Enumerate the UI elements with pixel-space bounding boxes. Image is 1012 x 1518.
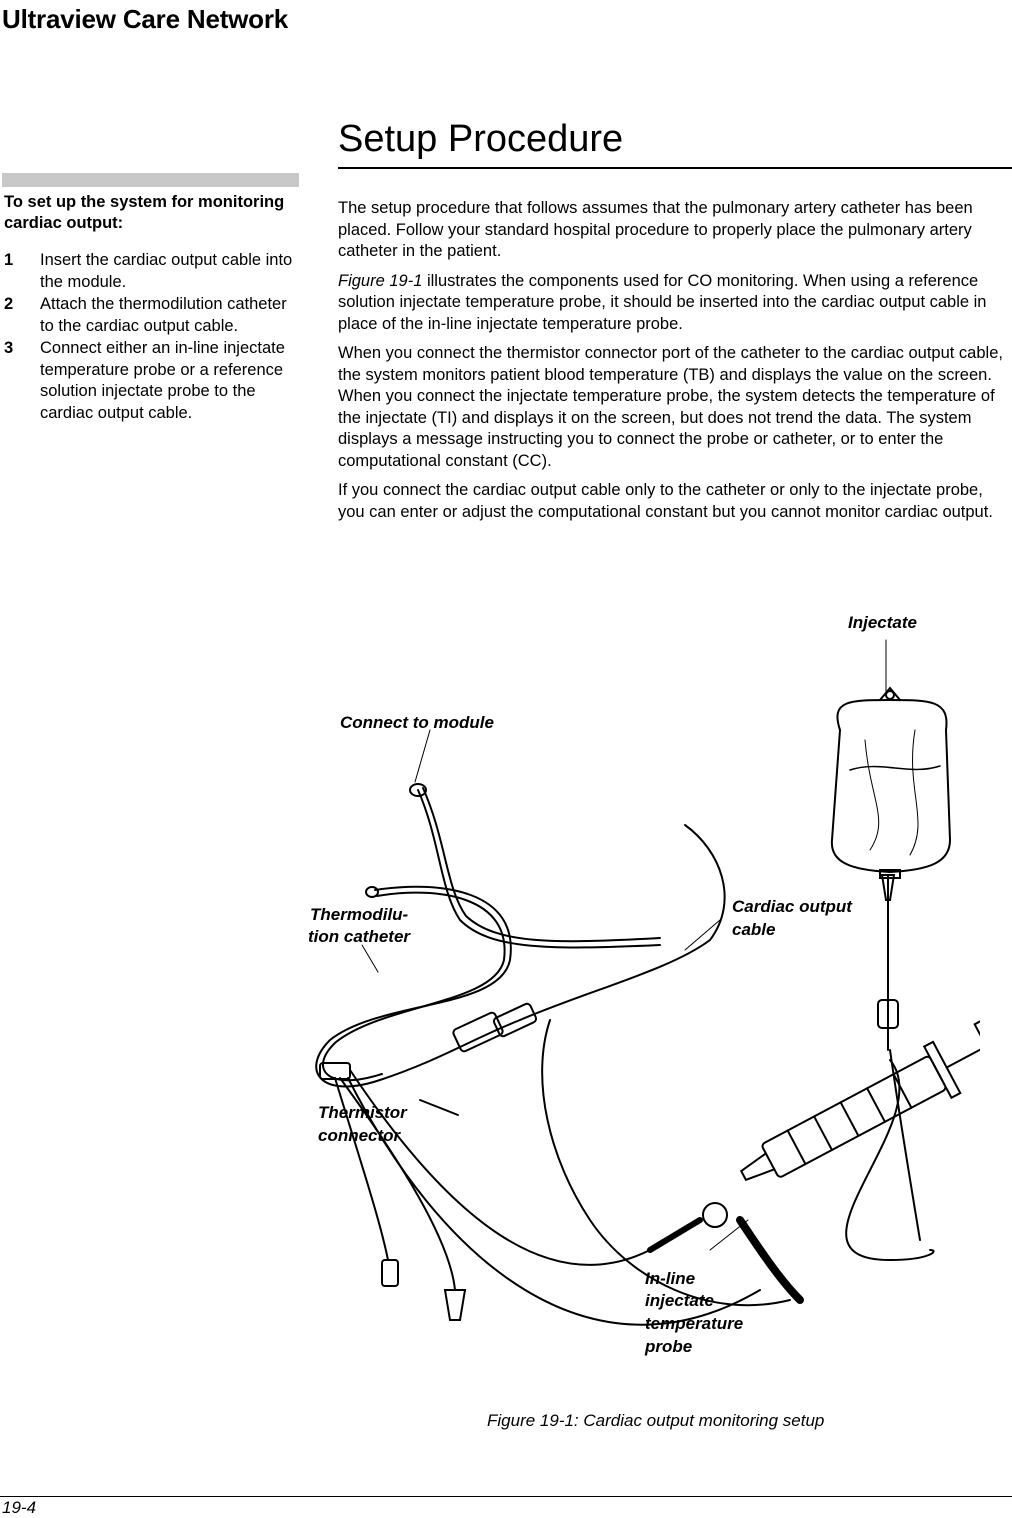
label-thermodilution-line2: tion catheter [308,927,411,946]
paragraph-4: If you connect the cardiac output cable … [338,481,993,521]
stopcock [702,1202,728,1228]
cardiac-output-setup-illustration: Injectate Connect to module Thermodilu- … [308,613,980,1356]
step-item: 1 Insert the cardiac output cable into t… [4,250,296,293]
step-number: 2 [4,295,14,313]
label-thermistor-line1: Thermistor [318,1103,408,1122]
label-inline-line2: injectate [645,1291,714,1310]
paragraph-3: When you connect the thermistor connecto… [338,344,1003,470]
sidebar-shade-bar [2,173,299,187]
paragraph-2: Figure 19-1 illustrates the components u… [338,271,1012,336]
thermodilution-catheter [315,885,521,1088]
step-text: Attach the thermodilution catheter to th… [40,295,287,335]
step-number: 1 [4,251,14,269]
catheter-tip [365,886,379,898]
step-number: 3 [4,339,14,357]
step-text: Insert the cardiac output cable into the… [40,251,293,291]
stopcock-fitting [381,1259,399,1287]
label-inline-line4: probe [644,1337,692,1356]
label-thermodilution-line1: Thermodilu- [310,905,409,924]
syringe-icon [739,1019,980,1182]
thermistor-connector [452,1011,504,1053]
sidebar-steps-list: 1 Insert the cardiac output cable into t… [4,250,296,425]
label-thermistor-line2: connector [318,1126,402,1145]
document-header-title: Ultraview Care Network [2,4,289,34]
label-inline-line1: In-line [645,1269,695,1288]
body-text: The setup procedure that follows assumes… [338,198,1012,531]
label-injectate: Injectate [848,613,917,632]
title-divider [338,167,1012,169]
injectate-bag [830,699,952,874]
sidebar-heading: To set up the system for monitoring card… [4,193,285,232]
step-item: 3 Connect either an in-line injectate te… [4,338,296,424]
step-item: 2 Attach the thermodilution catheter to … [4,294,296,337]
label-cardiac-output-line2: cable [732,920,775,939]
spike [880,874,896,901]
inline-probe-body [736,1216,804,1304]
step-text: Connect either an in-line injectate temp… [40,339,285,422]
roller-clamp [877,999,899,1029]
page-number: 19-4 [2,1498,37,1517]
label-inline-line3: temperature [645,1314,743,1333]
luer-tip [443,1289,467,1321]
figure-caption: Figure 19-1: Cardiac output monitoring s… [487,1411,825,1430]
paragraph-1: The setup procedure that follows assumes… [338,199,973,260]
label-connect-to-module: Connect to module [340,713,494,732]
label-cardiac-output-line1: Cardiac output [732,897,853,916]
figure-reference-link[interactable]: Figure 19-1 [338,271,423,290]
section-title: Setup Procedure [338,118,624,160]
footer-divider [0,1496,1012,1497]
paragraph-2-text: illustrates the components used for CO m… [338,271,987,333]
cardiac-output-cable-to-module [417,789,661,949]
module-plug [409,783,427,797]
